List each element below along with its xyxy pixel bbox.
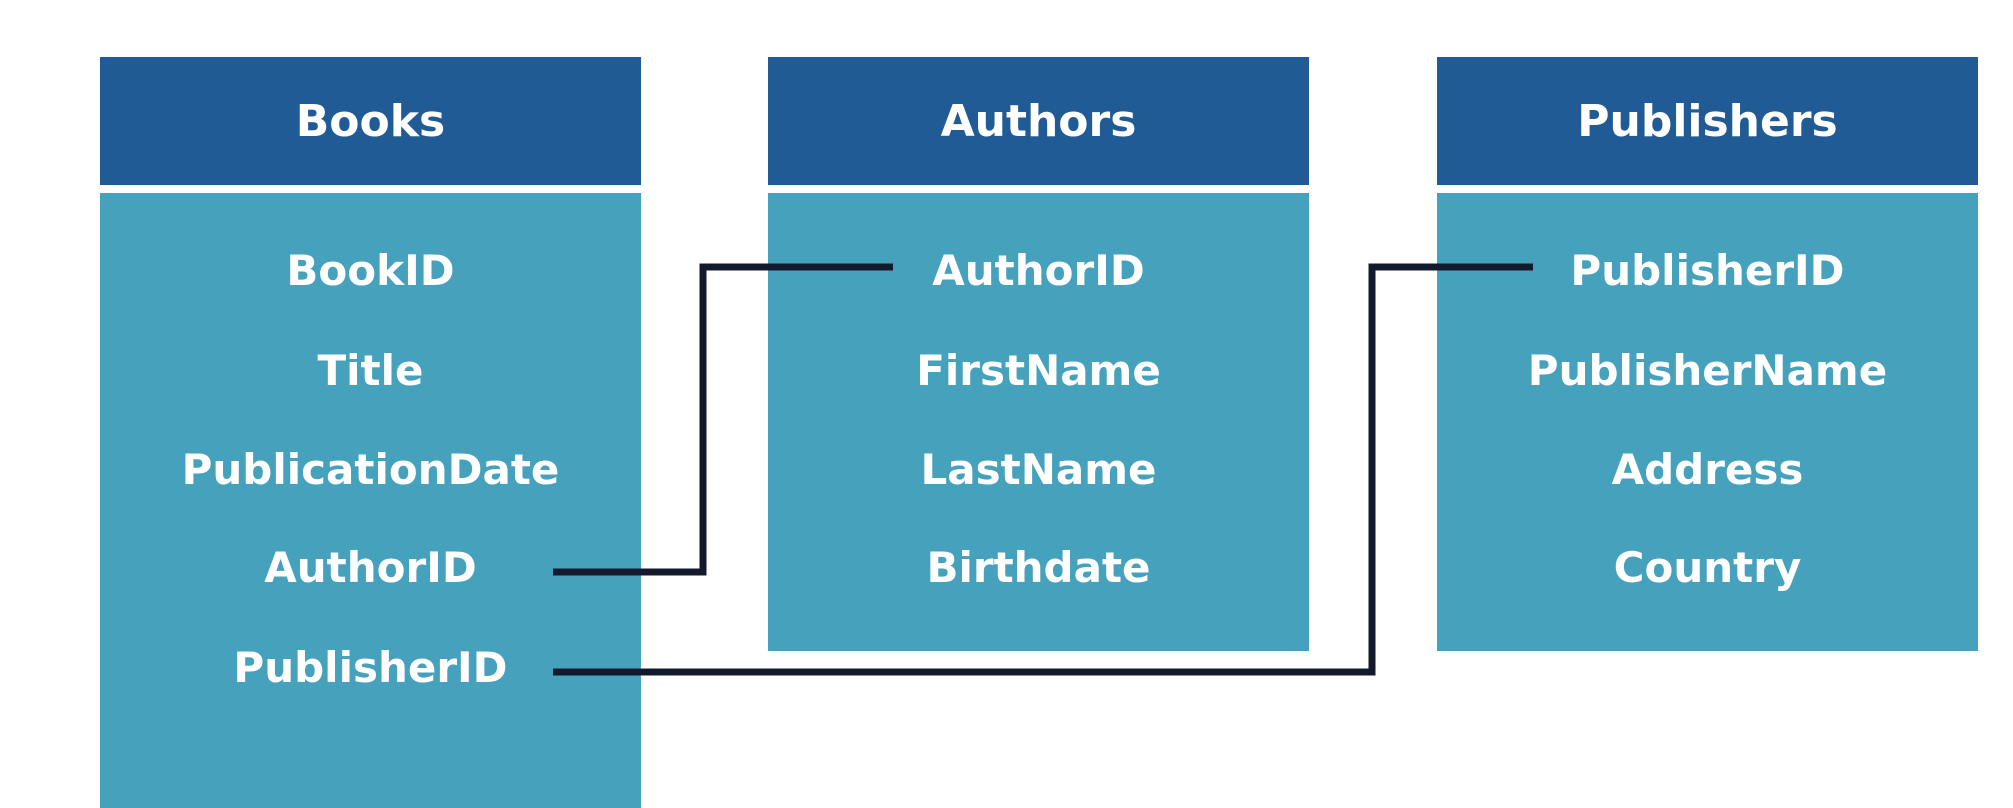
table-body-books: BookID Title PublicationDate AuthorID Pu… [100, 193, 641, 808]
table-header-authors: Authors [768, 57, 1309, 185]
field-publishername: PublisherName [1527, 346, 1888, 395]
field-firstname: FirstName [916, 346, 1161, 395]
table-body-authors: AuthorID FirstName LastName Birthdate [768, 193, 1309, 651]
field-authorid: AuthorID [932, 246, 1145, 295]
field-country: Country [1613, 543, 1802, 592]
field-publisherid: PublisherID [233, 643, 508, 692]
field-publisherid: PublisherID [1570, 246, 1845, 295]
field-lastname: LastName [920, 445, 1157, 494]
field-authorid: AuthorID [264, 543, 477, 592]
field-publicationdate: PublicationDate [181, 445, 560, 494]
field-address: Address [1611, 445, 1804, 494]
field-birthdate: Birthdate [926, 543, 1151, 592]
field-bookid: BookID [286, 246, 455, 295]
field-title: Title [317, 346, 424, 395]
table-header-publishers: Publishers [1437, 57, 1978, 185]
table-body-publishers: PublisherID PublisherName Address Countr… [1437, 193, 1978, 651]
table-header-books: Books [100, 57, 641, 185]
